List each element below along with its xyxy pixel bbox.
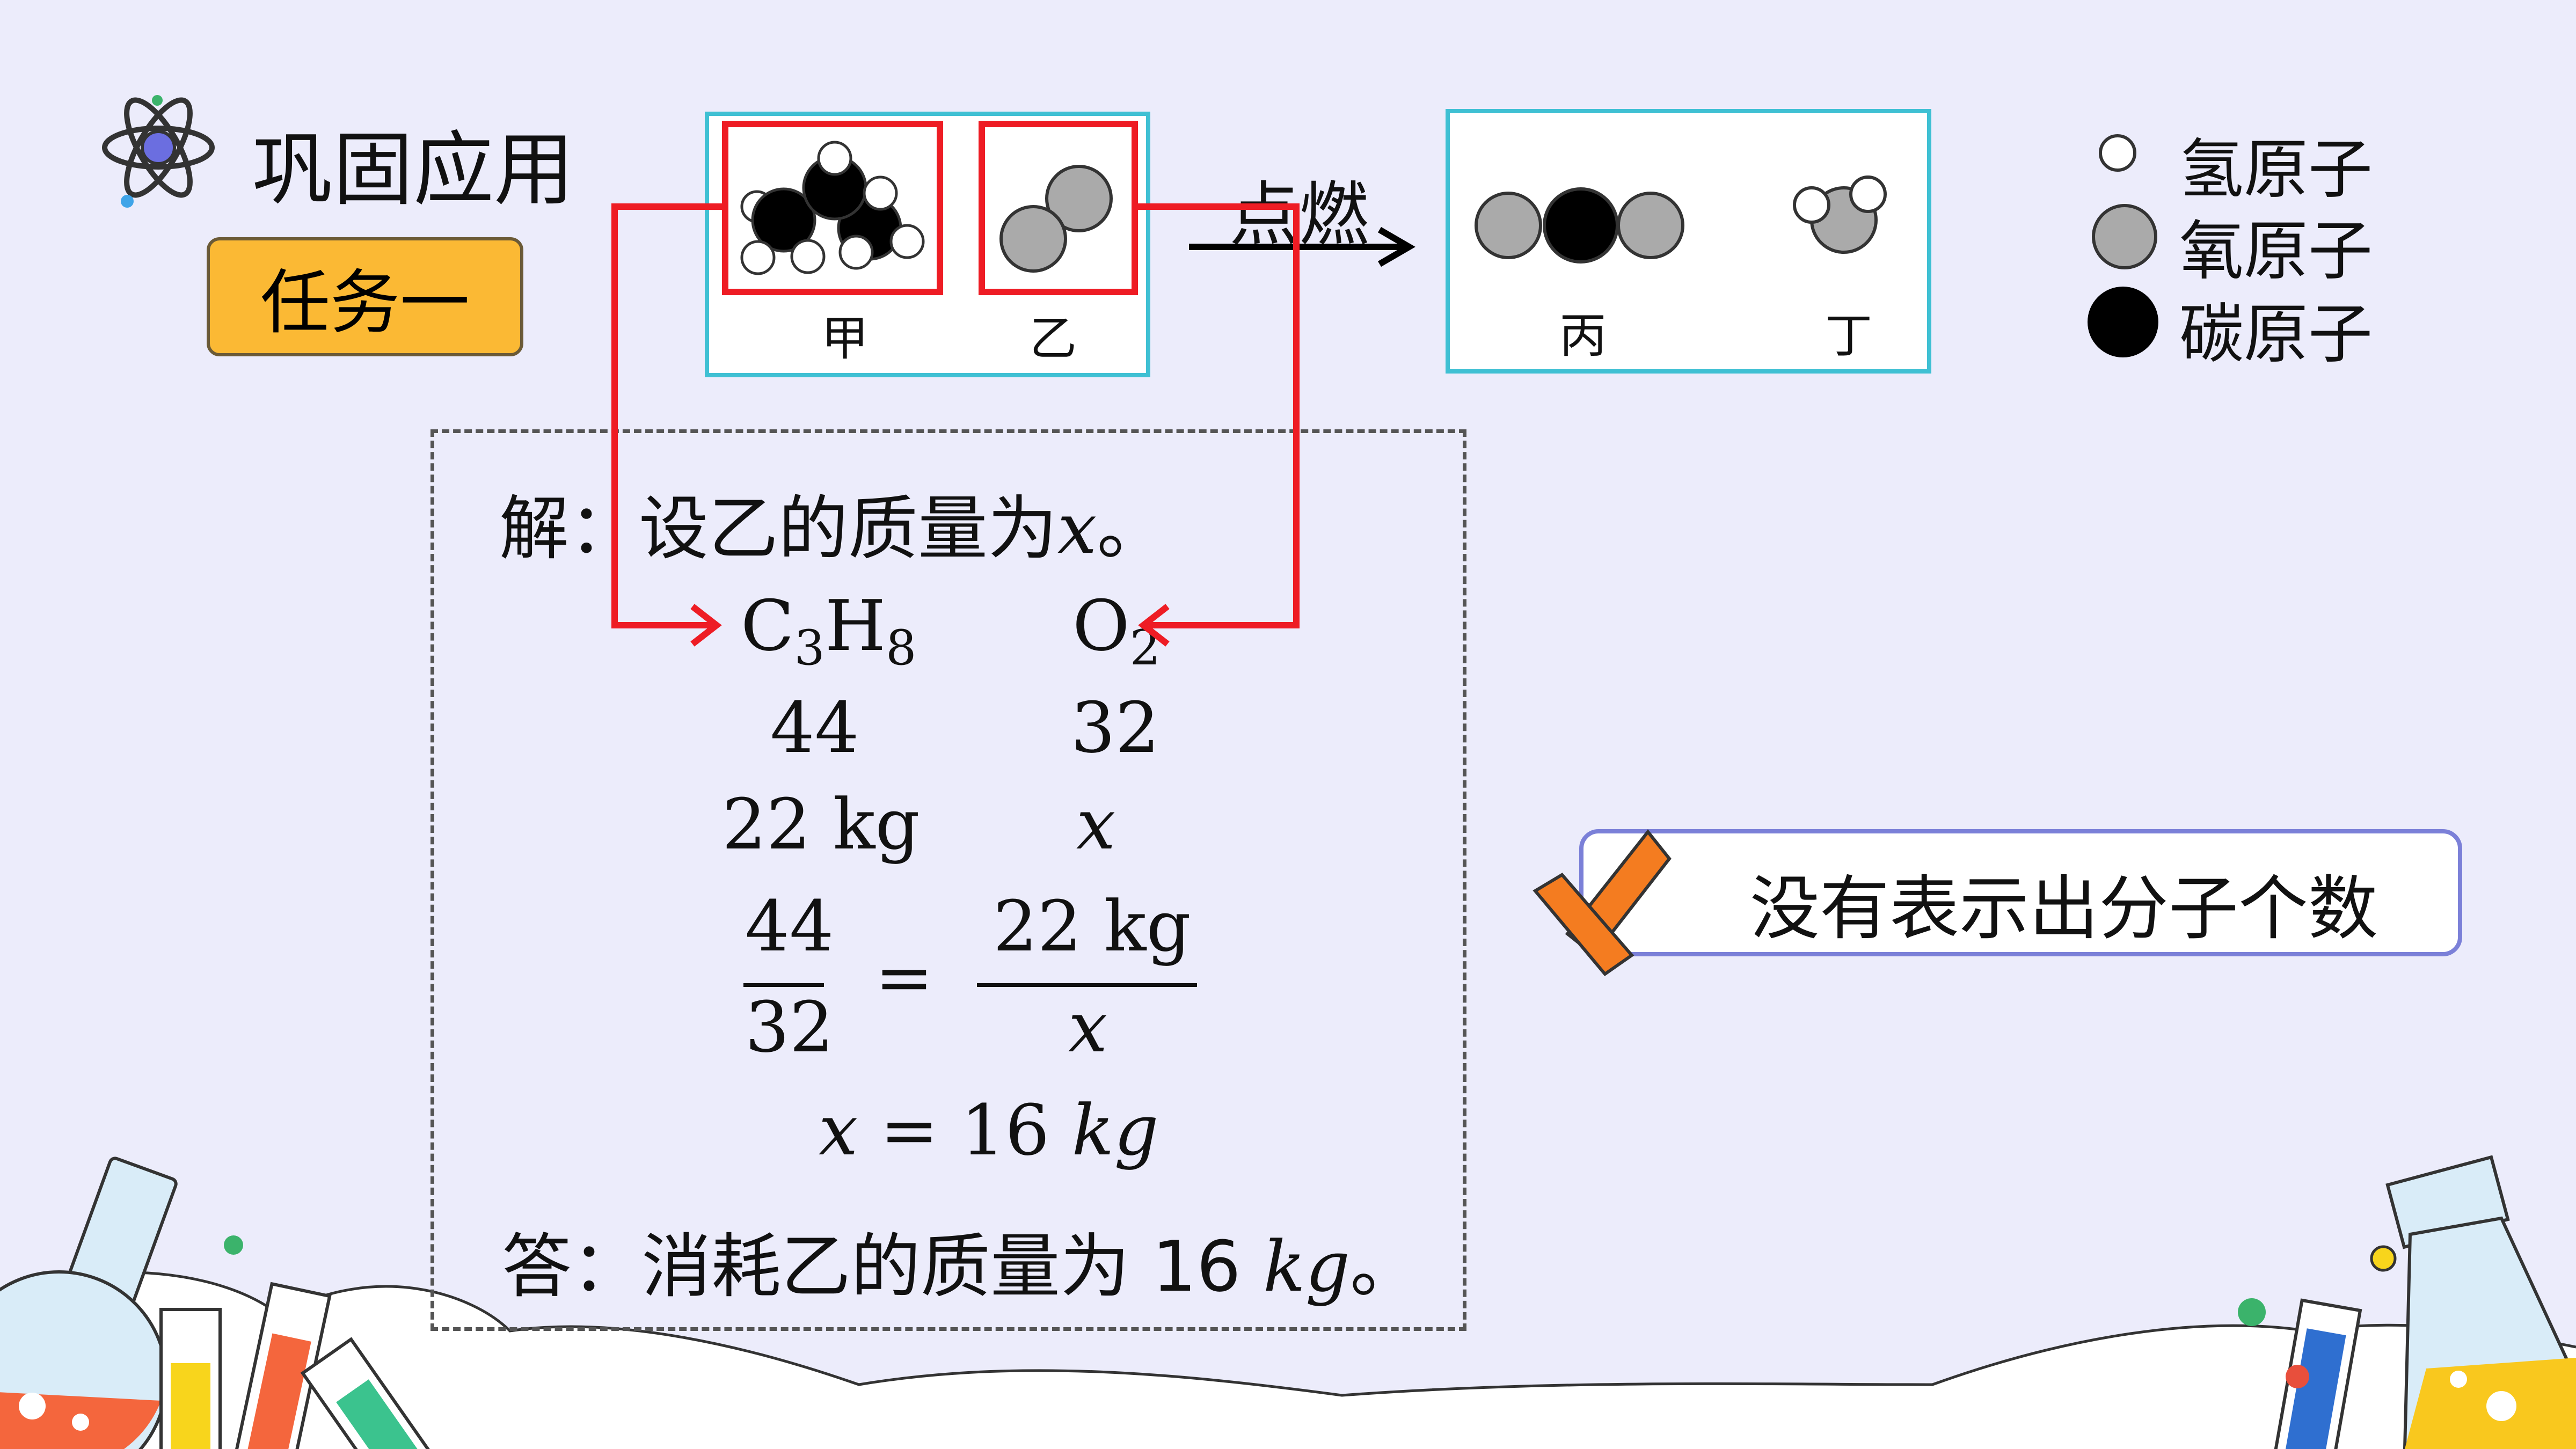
solution-intro: 解：设乙的质量为x。 — [499, 488, 1167, 569]
answer-line: 答：消耗乙的质量为 16 kg。 — [502, 1226, 1420, 1307]
left-flask-icon — [0, 1157, 178, 1449]
oxygen-molecule-icon — [999, 165, 1113, 273]
relative-mass-propane: 44 — [770, 687, 859, 769]
legend-carbon: 碳原子 — [2179, 297, 2373, 372]
bottom-decoration — [0, 1155, 2576, 1449]
proportion-equals: = — [875, 936, 933, 1018]
oxygen-atom-icon — [2092, 204, 2157, 269]
product-a-label: 丙 — [1559, 308, 1607, 363]
fraction-left-denominator: 32 — [745, 986, 834, 1068]
atom-icon — [102, 95, 215, 208]
right-flask-icon — [2385, 1155, 2576, 1449]
solution-box — [430, 429, 1466, 1331]
relative-mass-oxygen: 32 — [1071, 687, 1160, 769]
unknown-mass: x — [1076, 784, 1116, 865]
fraction-right-denominator: x — [1068, 986, 1108, 1068]
feedback-note — [1579, 829, 2462, 956]
product-b-label: 丁 — [1825, 308, 1873, 363]
given-mass: 22 kg — [722, 784, 920, 865]
water-molecule-icon — [1793, 175, 1887, 254]
reactant-a-highlight — [722, 121, 943, 295]
fraction-left-numerator: 44 — [745, 885, 834, 967]
carbon-dioxide-molecule-icon — [1475, 187, 1684, 264]
reactant-a-label: 甲 — [821, 311, 869, 366]
page-title: 巩固应用 — [252, 123, 575, 217]
carbon-atom-icon — [2088, 287, 2158, 357]
fraction-left-bar — [743, 983, 824, 987]
cross-mark-icon — [1533, 829, 1672, 977]
reactant-b-label: 乙 — [1030, 311, 1077, 366]
feedback-note-text: 没有表示出分子个数 — [1750, 868, 2378, 949]
reactant-b-highlight — [979, 121, 1138, 295]
fraction-right-bar — [977, 983, 1197, 987]
result-line: x = 16 kg — [819, 1089, 1159, 1171]
hydrogen-atom-icon — [2099, 134, 2136, 172]
propane-molecule-icon — [740, 141, 925, 275]
fraction-right-numerator: 22 kg — [993, 885, 1191, 967]
task-badge: 任务一 — [207, 237, 523, 356]
legend-oxygen: 氧原子 — [2179, 214, 2373, 289]
legend-hydrogen: 氢原子 — [2179, 133, 2373, 207]
formula-propane: C3H8 — [741, 585, 917, 676]
